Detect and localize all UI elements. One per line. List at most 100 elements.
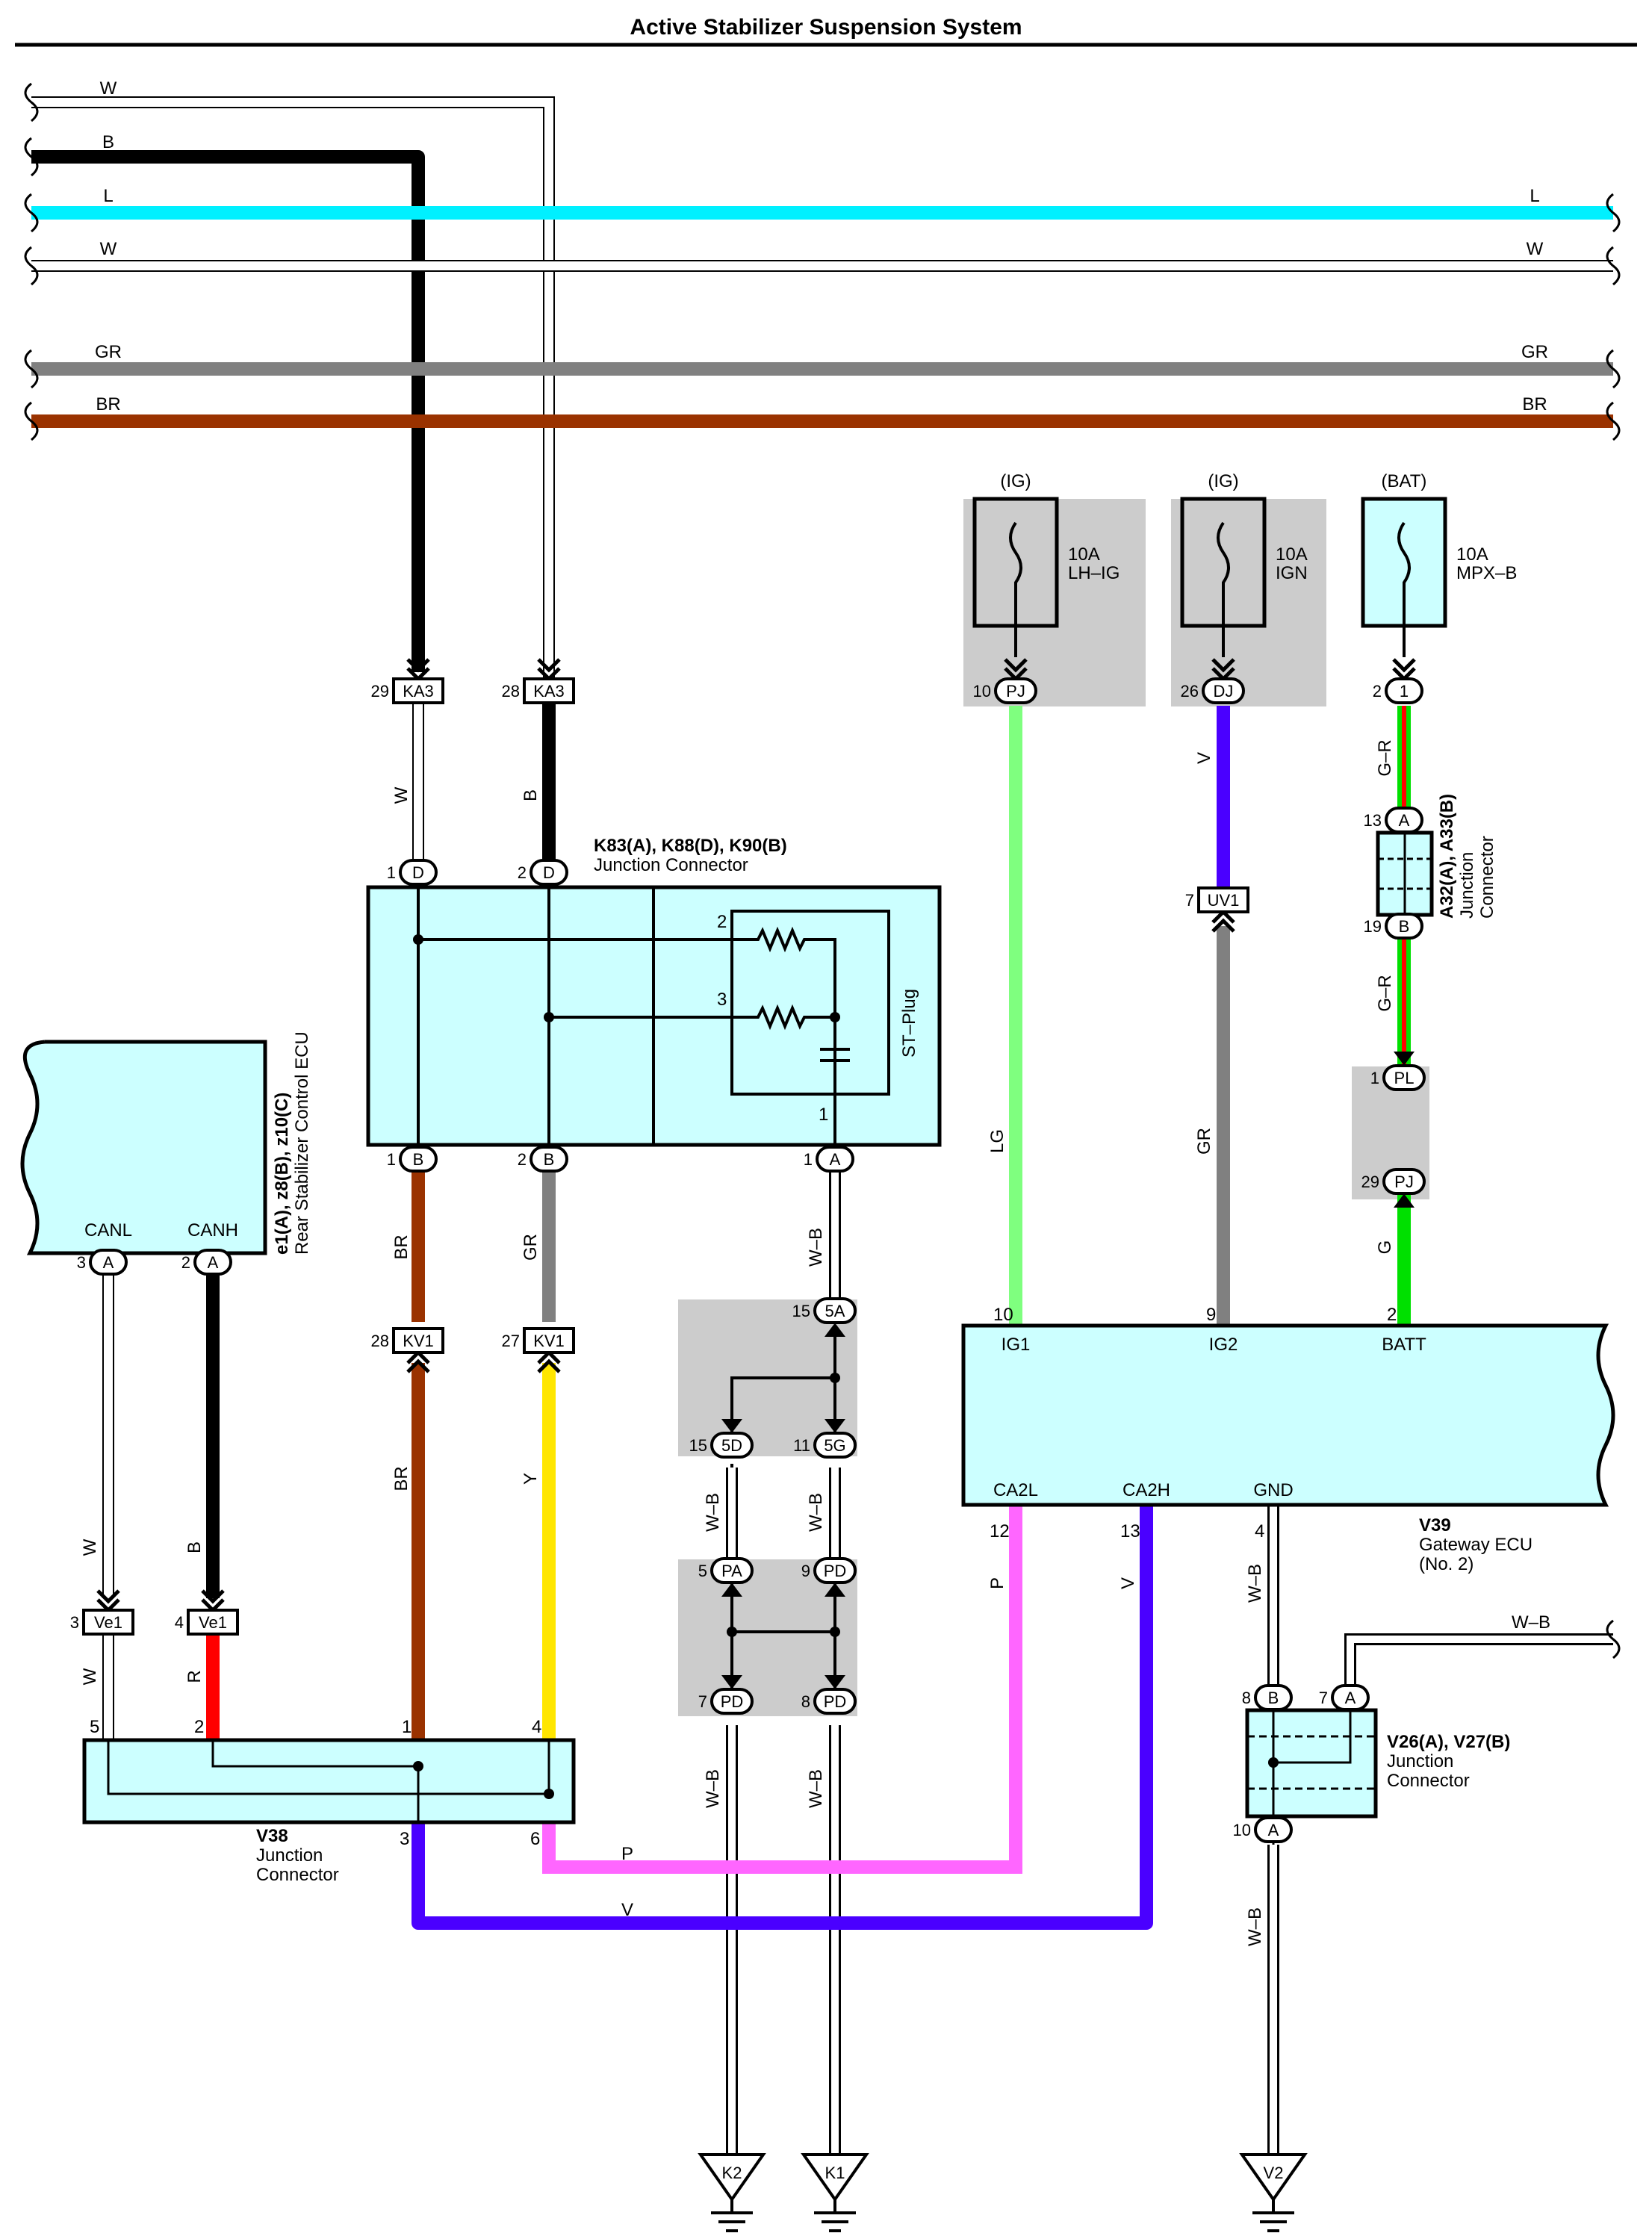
wire-label: W — [80, 1538, 100, 1556]
junction-connector-v38: 5 2 1 4 3 6 V38 Junction Connector — [82, 1717, 576, 1885]
ground-triangle-icon — [1239, 2153, 1308, 2202]
splice-dot-5a — [830, 1373, 840, 1383]
connector-code: KV1 — [403, 1332, 434, 1350]
fuse-name: MPX–B — [1456, 563, 1517, 583]
ground-k1: K1 — [801, 2153, 869, 2232]
terminal-down-icon — [721, 1419, 742, 1433]
bus-label-w2-right: W — [1527, 239, 1544, 259]
junction-a32-name2: Connector — [1477, 836, 1497, 919]
fuse-amp: 10A — [1276, 544, 1308, 565]
connector-pin: 29 — [371, 682, 389, 701]
connector-code: PJ — [1394, 1173, 1414, 1191]
connector-canl: A3 — [77, 1249, 128, 1276]
ecu-num-9: 9 — [1206, 1305, 1216, 1325]
junction-a32-name1: Junction — [1457, 852, 1477, 919]
connector-code: Ve1 — [94, 1613, 122, 1632]
rear-ecu-name: Rear Stabilizer Control ECU — [292, 1031, 312, 1255]
junction-k83-name: Junction Connector — [594, 855, 748, 875]
wire-label: W–B — [1512, 1612, 1550, 1633]
connector-pin: 7 — [1185, 891, 1194, 910]
connector-c1: 12 — [1373, 658, 1423, 704]
bus-lines — [31, 96, 1613, 683]
wire-label: V — [1194, 752, 1214, 764]
connector-pd7: PD7 — [698, 1675, 754, 1715]
connector-code: A — [1345, 1689, 1356, 1707]
wire-label: P — [621, 1844, 633, 1864]
wire-label: LG — [987, 1129, 1007, 1153]
connector-a1: A1 — [804, 1146, 854, 1173]
bus-label-gr: GR — [95, 342, 122, 362]
connector-pl: PL1 — [1370, 1052, 1426, 1091]
connector-code: A — [208, 1253, 219, 1272]
connector-code: B — [413, 1150, 424, 1169]
terminal-up-icon — [1394, 1193, 1415, 1208]
connector-b2: B2 — [518, 1146, 568, 1173]
connector-code: A — [103, 1253, 114, 1272]
wire-label: Y — [521, 1473, 541, 1485]
junction-connector-v26: V26(A), V27(B) Junction Connector — [1245, 1708, 1510, 1845]
gateway-sub: (No. 2) — [1419, 1554, 1474, 1574]
connector-pin: 8 — [801, 1692, 810, 1711]
connector-code: B — [1268, 1689, 1279, 1707]
terminal-down-icon — [825, 1419, 845, 1433]
connector-code: 5G — [824, 1436, 845, 1455]
rear-stabilizer-ecu: CANL CANH e1(A), z8(B), z10(C) Rear Stab… — [20, 1031, 312, 1255]
fuse-mpx-b: (BAT) 10A MPX–B — [1361, 471, 1517, 657]
connector-code: PJ — [1006, 682, 1025, 701]
ecu-pin-ig1: IG1 — [1002, 1335, 1031, 1355]
connector-pin: 11 — [793, 1436, 810, 1455]
ecu-num-12: 12 — [990, 1521, 1010, 1541]
connector-code: 5D — [721, 1436, 742, 1455]
v38-id: V38 — [256, 1826, 288, 1846]
connector-pin: 2 — [518, 863, 527, 882]
wire-label: W–B — [703, 1493, 723, 1532]
splice-dot-pd-right — [830, 1627, 840, 1637]
connector-code: UV1 — [1208, 891, 1240, 910]
fuse-ign: (IG) 10A IGN — [1180, 471, 1308, 657]
wire-label: B — [521, 789, 541, 801]
connector-pin: 10 — [973, 682, 991, 701]
wire-label: W–B — [1245, 1564, 1265, 1603]
bus-label-w2: W — [100, 239, 117, 259]
connector-code: 5A — [825, 1302, 845, 1320]
wire-label: P — [987, 1577, 1007, 1589]
connector-code: KV1 — [533, 1332, 565, 1350]
connector-code: PL — [1394, 1069, 1415, 1087]
connector-code: A — [1399, 811, 1410, 830]
connector-canh: A2 — [181, 1249, 232, 1276]
wire-label: G–R — [1375, 739, 1395, 776]
connector-code: DJ — [1214, 682, 1234, 701]
wire-label: G–R — [1375, 975, 1395, 1011]
connector-code: D — [412, 863, 424, 882]
ground-triangle-icon — [698, 2153, 766, 2202]
fuse-source: (IG) — [1208, 471, 1238, 491]
ground-v2: V2 — [1239, 2153, 1308, 2232]
wire-label: G — [1375, 1240, 1395, 1255]
splice-dot-pd-left — [727, 1627, 737, 1637]
connector-pd8: PD 8 — [801, 1675, 857, 1715]
st-plug-label: ST–Plug — [899, 989, 919, 1058]
connector-pa: PA5 — [698, 1557, 754, 1597]
ground-label: K1 — [825, 2164, 845, 2182]
ground-triangle-icon — [801, 2153, 869, 2202]
connector-pin: 13 — [1364, 811, 1382, 830]
connector-a13: A 13 — [1364, 807, 1423, 833]
wire-label: B — [184, 1541, 205, 1553]
wire-label: W–B — [703, 1769, 723, 1808]
connector-code: PD — [824, 1692, 847, 1711]
connector-pin: 29 — [1361, 1173, 1379, 1191]
ext-wire-break — [1606, 1619, 1621, 1659]
ecu-num-13: 13 — [1120, 1521, 1140, 1541]
junction-a32-ids: A32(A), A33(B) — [1437, 794, 1457, 919]
connector-b1: B1 — [387, 1146, 438, 1173]
terminal-down-icon — [825, 1675, 845, 1689]
diagram-title: Active Stabilizer Suspension System — [630, 15, 1022, 40]
terminal-down-icon — [721, 1675, 742, 1689]
ecu-pin-gnd: GND — [1253, 1480, 1293, 1500]
v38-pin-1: 1 — [402, 1717, 412, 1737]
v38-pin-5: 5 — [90, 1717, 99, 1737]
connector-v26_a: A7 — [1319, 1684, 1370, 1711]
